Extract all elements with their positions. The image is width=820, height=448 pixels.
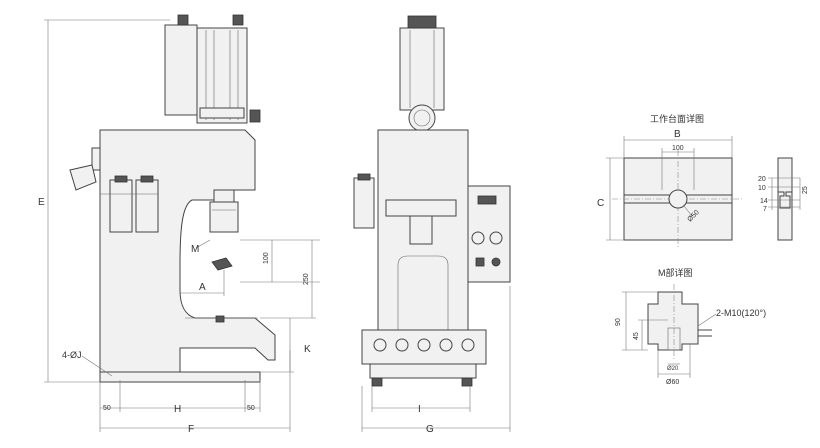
label-90: 90	[615, 318, 622, 326]
front-punch-tip	[211, 257, 233, 271]
side-pressure-gauge	[408, 104, 436, 132]
label-I: I	[418, 404, 421, 415]
label-A: A	[199, 282, 206, 293]
side-cylinder	[399, 27, 445, 111]
front-cylinder	[196, 27, 248, 124]
front-valve-knob	[249, 109, 261, 123]
table-center-hole	[668, 189, 688, 209]
label-100: 100	[263, 252, 270, 264]
side-ram-plate	[385, 199, 457, 217]
label-45: 45	[633, 332, 640, 340]
table-detail: 工作台面详图 B C 100 Ø50 20 10 14 7 25	[597, 113, 809, 248]
label-20: 20	[758, 176, 766, 183]
front-filter-right	[135, 179, 159, 233]
m-detail: M部详图 90 45 Ø20 Ø60 2-M10(120°)	[615, 267, 766, 386]
m-detail-part	[647, 291, 699, 351]
side-cylinder-cap	[407, 15, 437, 29]
label-7: 7	[763, 206, 767, 213]
front-ram-head	[209, 201, 239, 233]
label-250: 250	[303, 273, 310, 285]
side-view: G I	[353, 15, 511, 435]
label-25: 25	[802, 186, 809, 194]
front-c-frame	[99, 129, 276, 381]
label-H: H	[174, 404, 181, 415]
label-m-60: Ø60	[666, 379, 679, 386]
table-slot-section	[777, 157, 793, 241]
label-50-left: 50	[103, 405, 111, 412]
side-ram	[409, 215, 433, 245]
label-E: E	[38, 197, 45, 208]
label-10: 10	[758, 185, 766, 192]
front-top-cap-right	[232, 14, 244, 26]
label-thread-note: 2-M10(120°)	[716, 308, 766, 318]
front-view: E F H A K M 50 50 100 250 4-ØJ	[38, 14, 320, 435]
label-C: C	[597, 198, 604, 209]
label-F: F	[188, 424, 194, 435]
label-table-100: 100	[672, 145, 684, 152]
label-K: K	[304, 344, 311, 355]
front-base-plate	[99, 371, 261, 383]
label-M: M	[191, 244, 199, 255]
front-solenoid-valve	[69, 164, 97, 191]
m-detail-title: M部详图	[658, 267, 693, 278]
label-G: G	[426, 424, 434, 435]
front-filter-left	[109, 179, 133, 233]
table-detail-title: 工作台面详图	[650, 113, 704, 124]
label-14: 14	[760, 198, 768, 205]
label-50-right: 50	[247, 405, 255, 412]
label-hole-note: 4-ØJ	[62, 350, 82, 360]
front-top-cap-left	[177, 14, 189, 26]
label-bore: Ø20	[667, 366, 679, 372]
side-filter-unit	[353, 177, 375, 229]
label-B: B	[674, 129, 681, 140]
front-cylinder-housing	[164, 24, 198, 116]
